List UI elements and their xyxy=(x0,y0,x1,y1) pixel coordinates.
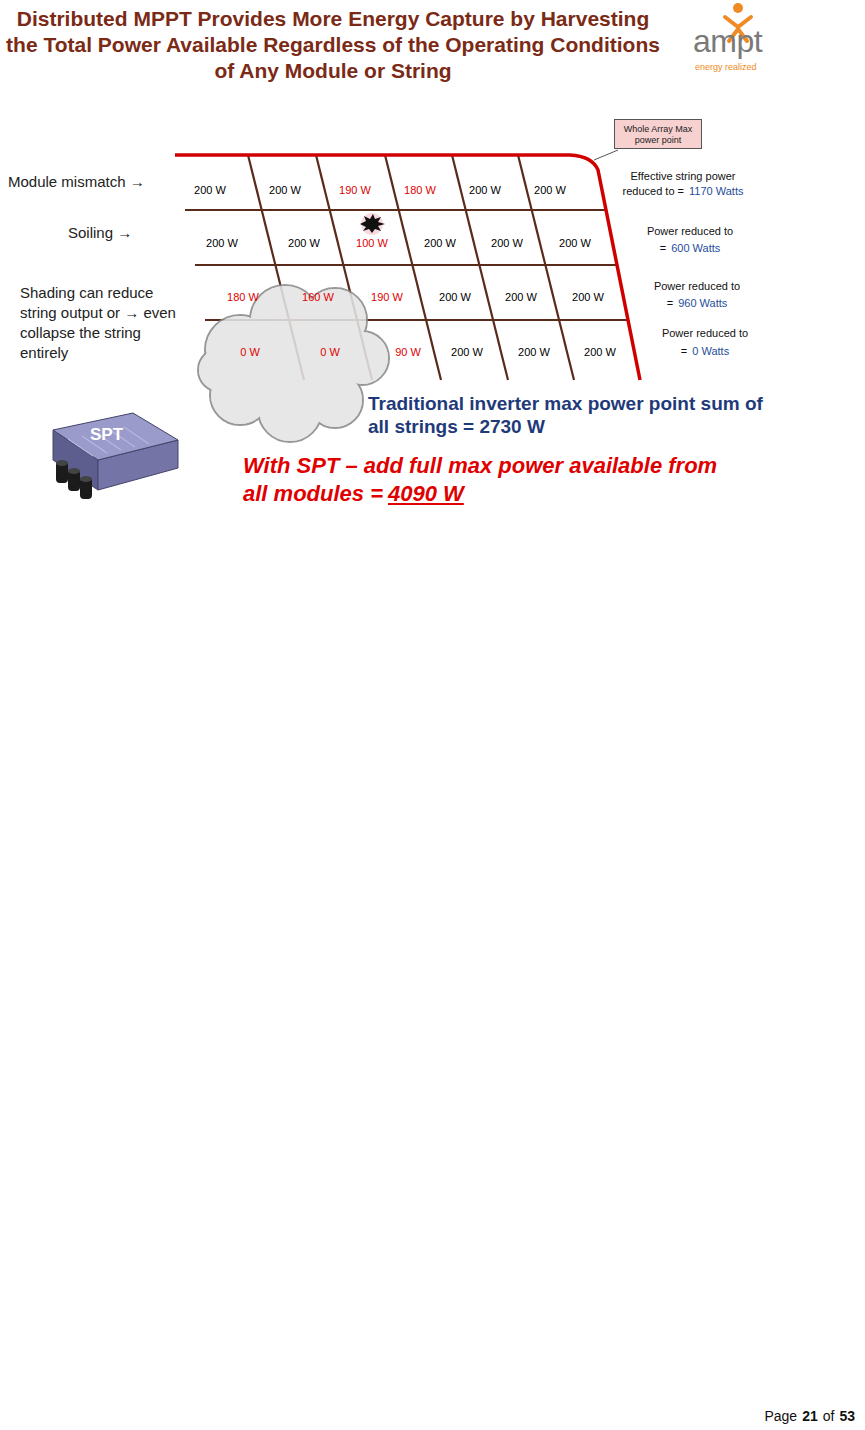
max-power-curve xyxy=(175,155,640,380)
cable-connector xyxy=(56,460,68,466)
string-line xyxy=(185,209,606,211)
module-power: 180 W xyxy=(404,184,436,197)
module-power: 200 W xyxy=(505,291,537,304)
text-line: reduced to = 1170 Watts xyxy=(623,184,744,198)
label-text: Module mismatch → xyxy=(8,172,145,192)
shading-cloud xyxy=(242,315,342,415)
module-power: 200 W xyxy=(288,237,320,250)
label-text: Power reduced to xyxy=(654,279,740,293)
module-power: 200 W xyxy=(269,184,301,197)
shading-cloud xyxy=(198,285,389,442)
device-label: SPT xyxy=(90,425,123,445)
string-line xyxy=(185,155,628,380)
module-power: 160 W xyxy=(302,291,334,304)
label-text: 960 Watts xyxy=(678,297,727,309)
label-text: = xyxy=(681,345,687,357)
module-power: 200 W xyxy=(424,237,456,250)
shading-cloud xyxy=(199,349,241,391)
text-line: Page 21 of53 xyxy=(764,1408,855,1424)
spt-device: SPT xyxy=(38,405,183,513)
module-power: 200 W xyxy=(534,184,566,197)
label-text: Page xyxy=(764,1408,797,1424)
cable-connector xyxy=(80,476,92,499)
label-text: 4090 W xyxy=(388,481,464,506)
label-text: 21 xyxy=(802,1408,818,1424)
cable-connector xyxy=(68,469,80,491)
module-power: 200 W xyxy=(491,237,523,250)
callout-box: Whole Array Max power point xyxy=(614,119,702,149)
text-line: With SPT – add full max power available … xyxy=(243,452,718,508)
module-power: 0 W xyxy=(240,346,260,359)
module-power: 200 W xyxy=(206,237,238,250)
cable-connector xyxy=(68,468,80,491)
device-rib xyxy=(124,427,149,444)
label-text: = xyxy=(667,297,673,309)
label-text: = xyxy=(660,242,666,254)
page-title: Distributed MPPT Provides More Energy Ca… xyxy=(2,6,664,84)
label-text: ampt xyxy=(693,24,762,58)
shading-cloud xyxy=(199,286,388,441)
cable-connector xyxy=(56,460,68,483)
leader-line xyxy=(594,150,618,160)
label-text: 53 xyxy=(839,1408,855,1424)
module-power: 100 W xyxy=(356,237,388,250)
string-line xyxy=(195,264,617,266)
label-text: Soiling → xyxy=(68,223,132,243)
module-power: 200 W xyxy=(572,291,604,304)
shading-cloud xyxy=(198,285,389,442)
module-power: 190 W xyxy=(371,291,403,304)
callout-text: Whole Array Max power point xyxy=(622,124,694,146)
string-line xyxy=(385,155,441,380)
label-text: Shading can reduce string output or → ev… xyxy=(20,283,185,363)
module-power: 190 W xyxy=(339,184,371,197)
module-power: 180 W xyxy=(227,291,259,304)
cable-connector xyxy=(68,468,80,474)
module-power: 200 W xyxy=(469,184,501,197)
text-line: = 600 Watts xyxy=(660,241,721,255)
text-line: = 960 Watts xyxy=(667,296,728,310)
cable-connector xyxy=(80,477,92,499)
module-power: 200 W xyxy=(518,346,550,359)
module-power: 200 W xyxy=(559,237,591,250)
cable-connector xyxy=(80,476,92,482)
module-power: 200 W xyxy=(439,291,471,304)
label-text: Traditional inverter max power point sum… xyxy=(368,392,768,438)
label-text: With SPT – add full max power available … xyxy=(243,453,717,506)
label-text: Power reduced to xyxy=(647,224,733,238)
soiling-spot xyxy=(360,213,385,235)
string-line xyxy=(452,155,508,380)
label-text: of xyxy=(823,1408,835,1424)
label-text: reduced to = xyxy=(623,185,684,197)
label-text: 0 Watts xyxy=(692,345,729,357)
soiling-spot xyxy=(360,214,385,233)
label-text: Effective string power xyxy=(631,169,736,183)
string-line xyxy=(518,155,574,380)
module-power: 0 W xyxy=(320,346,340,359)
module-power: 200 W xyxy=(194,184,226,197)
cable-connector xyxy=(56,461,68,483)
label-text: 1170 Watts xyxy=(689,185,743,197)
module-power: 200 W xyxy=(584,346,616,359)
module-power: 90 W xyxy=(395,346,421,359)
module-power: 200 W xyxy=(451,346,483,359)
logo-figure xyxy=(733,3,743,13)
device-outline xyxy=(38,405,183,513)
label-text: 600 Watts xyxy=(671,242,720,254)
label-text: Power reduced to xyxy=(662,326,748,340)
text-line: = 0 Watts xyxy=(681,344,729,358)
label-text: energy realized xyxy=(695,62,757,73)
device-face xyxy=(53,413,178,460)
